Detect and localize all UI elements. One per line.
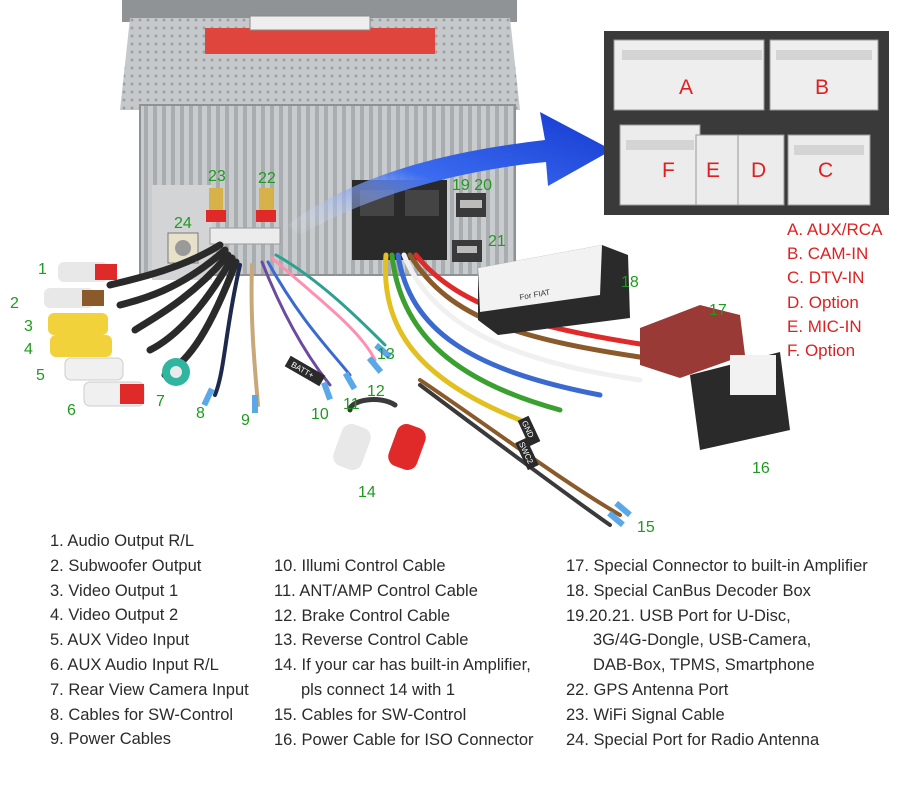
head-unit-chassis bbox=[120, 0, 520, 280]
callout-22: 22 bbox=[258, 170, 276, 187]
legend-item-f: F. Option bbox=[787, 341, 856, 361]
callout-2: 2 bbox=[10, 295, 19, 312]
callout-17: 17 bbox=[709, 302, 727, 319]
connector-letter-a: A bbox=[679, 76, 693, 99]
callout-5: 5 bbox=[36, 367, 45, 384]
list-item: 18. Special CanBus Decoder Box bbox=[566, 581, 811, 600]
callout-15: 15 bbox=[637, 519, 655, 536]
list-item: 1. Audio Output R/L bbox=[50, 532, 195, 550]
callout-8: 8 bbox=[196, 405, 205, 422]
callout-24: 24 bbox=[174, 215, 192, 232]
list-item: 3G/4G-Dongle, USB-Camera, bbox=[593, 631, 812, 650]
list-item: 7. Rear View Camera Input bbox=[50, 680, 249, 699]
iso-connectors bbox=[640, 305, 790, 450]
list-item: 8. Cables for SW-Control bbox=[50, 705, 234, 724]
list-item: 17. Special Connector to built-in Amplif… bbox=[566, 557, 868, 575]
callout-1: 1 bbox=[38, 261, 47, 278]
list-item: 12. Brake Control Cable bbox=[274, 606, 451, 625]
callout-6: 6 bbox=[67, 402, 76, 419]
callout-13: 13 bbox=[377, 346, 395, 363]
list-item: 13. Reverse Control Cable bbox=[274, 631, 469, 650]
callout-3: 3 bbox=[24, 318, 33, 335]
callout-4: 4 bbox=[24, 341, 33, 358]
list-item: 16. Power Cable for ISO Connector bbox=[274, 730, 534, 749]
list-item: 19.20.21. USB Port for U-Disc, bbox=[566, 606, 791, 625]
callout-23: 23 bbox=[208, 168, 226, 185]
list-item: 24. Special Port for Radio Antenna bbox=[566, 730, 820, 749]
connector-letter-d: D bbox=[751, 159, 766, 182]
legend-item-c: C. DTV-IN bbox=[787, 268, 865, 288]
list-item: 2. Subwoofer Output bbox=[50, 556, 202, 575]
list-item: 23. WiFi Signal Cable bbox=[566, 705, 725, 724]
list-item: 5. AUX Video Input bbox=[50, 631, 190, 650]
parts-list-column-2: 10. Illumi Control Cable 11. ANT/AMP Con… bbox=[274, 554, 534, 752]
parts-list-column-1: 1. Audio Output R/L 2. Subwoofer Output … bbox=[50, 529, 249, 752]
list-item: 22. GPS Antenna Port bbox=[566, 680, 729, 699]
list-item: 15. Cables for SW-Control bbox=[274, 705, 467, 724]
list-item: 9. Power Cables bbox=[50, 730, 172, 749]
callout-9: 9 bbox=[241, 412, 250, 429]
legend-item-b: B. CAM-IN bbox=[787, 244, 869, 264]
connector-legend: A. AUX/RCA B. CAM-IN C. DTV-IN D. Option… bbox=[787, 218, 882, 363]
legend-item-d: D. Option bbox=[787, 292, 859, 312]
list-item: 14. If your car has built-in Amplifier, bbox=[274, 656, 531, 675]
callout-19-20: 19 20 bbox=[452, 177, 492, 194]
wire-end-caps bbox=[201, 342, 632, 528]
callout-14: 14 bbox=[358, 484, 376, 501]
callout-12: 12 bbox=[367, 383, 385, 400]
list-item: 6. AUX Audio Input R/L bbox=[50, 655, 219, 674]
callout-11: 11 bbox=[343, 396, 360, 413]
list-item: 10. Illumi Control Cable bbox=[274, 557, 446, 575]
legend-item-a: A. AUX/RCA bbox=[787, 220, 883, 239]
callout-7: 7 bbox=[156, 393, 165, 410]
rca-plugs bbox=[44, 262, 426, 470]
parts-list-column-3: 17. Special Connector to built-in Amplif… bbox=[566, 554, 868, 752]
list-item: 4. Video Output 2 bbox=[50, 606, 179, 625]
connector-closeup bbox=[604, 31, 889, 215]
legend-item-e: E. MIC-IN bbox=[787, 316, 862, 336]
list-item: 3. Video Output 1 bbox=[50, 581, 179, 600]
connector-letter-b: B bbox=[815, 76, 829, 99]
connector-letter-e: E bbox=[706, 159, 720, 182]
list-item: pls connect 14 with 1 bbox=[301, 680, 456, 699]
connector-letter-f: F bbox=[662, 159, 675, 182]
canbus-decoder-box: For FIAT bbox=[478, 245, 630, 335]
callout-18: 18 bbox=[621, 274, 639, 291]
blue-arrow-icon bbox=[288, 112, 612, 235]
callout-21: 21 bbox=[488, 233, 506, 250]
callout-16: 16 bbox=[752, 460, 770, 477]
list-item: 11. ANT/AMP Control Cable bbox=[274, 581, 478, 600]
callout-10: 10 bbox=[311, 406, 329, 423]
connector-letter-c: C bbox=[818, 159, 833, 182]
list-item: DAB-Box, TPMS, Smartphone bbox=[593, 656, 815, 675]
